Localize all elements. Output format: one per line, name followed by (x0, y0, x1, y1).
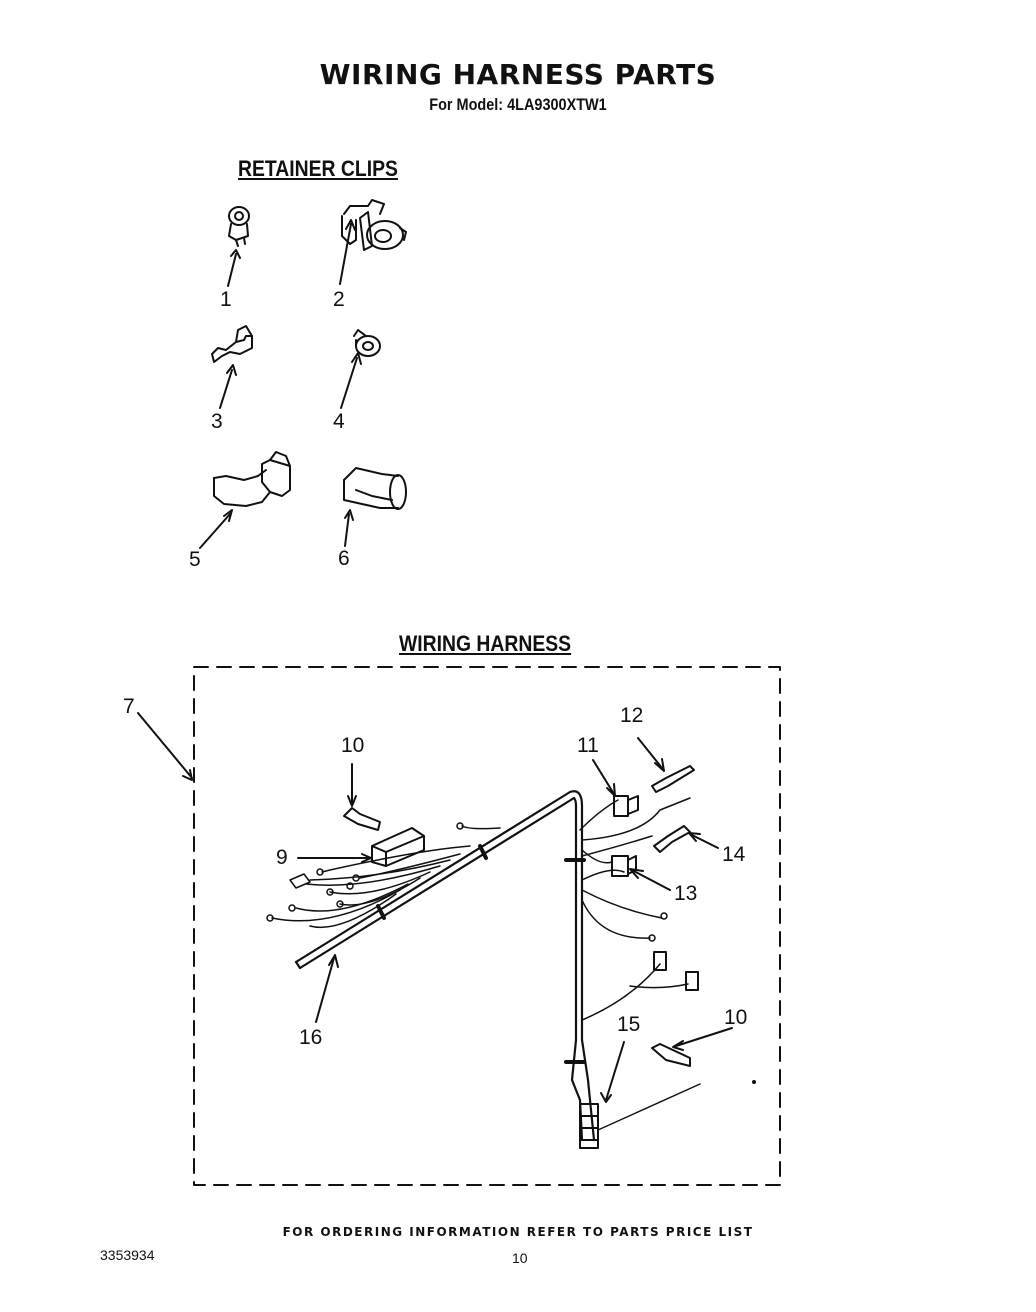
arrow-1 (227, 249, 241, 287)
harness-wires-right (579, 797, 691, 1021)
page-title: WIRING HARNESS PARTS (319, 58, 717, 91)
callout-5: 5 (189, 548, 201, 571)
arrow-3 (219, 364, 237, 409)
clip-2-illustration (341, 199, 407, 251)
arrow-16 (315, 954, 339, 1023)
callout-6: 6 (338, 547, 350, 570)
harness-frame (193, 666, 781, 1186)
callout-14: 14 (722, 843, 746, 866)
arrow-13 (629, 868, 671, 891)
harness-trunk (294, 790, 596, 1142)
arrow-10-upper (347, 763, 357, 807)
connector-11 (613, 795, 639, 817)
ordering-note: FOR ORDERING INFORMATION REFER TO PARTS … (282, 1225, 754, 1239)
callout-12: 12 (620, 704, 644, 727)
clip-3-illustration (211, 325, 253, 363)
clip-6-illustration (343, 467, 407, 510)
callout-2: 2 (333, 288, 345, 311)
arrow-15 (600, 1041, 625, 1103)
clip-4-illustration (353, 329, 381, 357)
callout-13: 13 (674, 882, 698, 905)
arrow-5 (199, 509, 233, 549)
clip-5-illustration (213, 451, 291, 507)
callout-16: 16 (299, 1026, 323, 1049)
connector-right-1 (653, 951, 667, 971)
arrow-12 (637, 737, 665, 772)
terminal-10-lower (651, 1043, 691, 1067)
callout-7: 7 (123, 695, 135, 718)
section-retainer-clips: RETAINER CLIPS (238, 156, 398, 181)
callout-15: 15 (617, 1013, 641, 1036)
harness-wires-left (271, 825, 501, 929)
wire-terminals-left (266, 822, 464, 922)
connector-right-2 (685, 971, 699, 991)
connector-15 (579, 1103, 599, 1149)
callout-3: 3 (211, 410, 223, 433)
arrow-9 (297, 853, 372, 863)
callout-10-upper: 10 (341, 734, 365, 757)
terminal-12 (651, 765, 695, 793)
arrow-7 (137, 712, 193, 781)
arrow-2 (339, 219, 356, 285)
section-wiring-harness: WIRING HARNESS (399, 631, 572, 656)
callout-10-lower: 10 (724, 1006, 748, 1029)
callout-1: 1 (220, 288, 232, 311)
terminal-14 (653, 825, 691, 853)
page-number: 10 (512, 1250, 528, 1266)
arrow-14 (688, 832, 719, 849)
arrow-6 (344, 509, 354, 547)
tie-wrap (376, 844, 586, 1064)
arrow-11 (592, 759, 616, 797)
model-subtitle: For Model: 4LA9300XTW1 (429, 95, 607, 114)
arrow-4 (340, 352, 362, 409)
arrow-10-lower (672, 1027, 733, 1051)
callout-4: 4 (333, 410, 345, 433)
callout-11: 11 (577, 734, 599, 757)
callout-9: 9 (276, 846, 288, 869)
terminal-10-upper (343, 807, 381, 831)
document-number: 3353934 (100, 1247, 155, 1263)
clip-1-illustration (228, 206, 250, 247)
